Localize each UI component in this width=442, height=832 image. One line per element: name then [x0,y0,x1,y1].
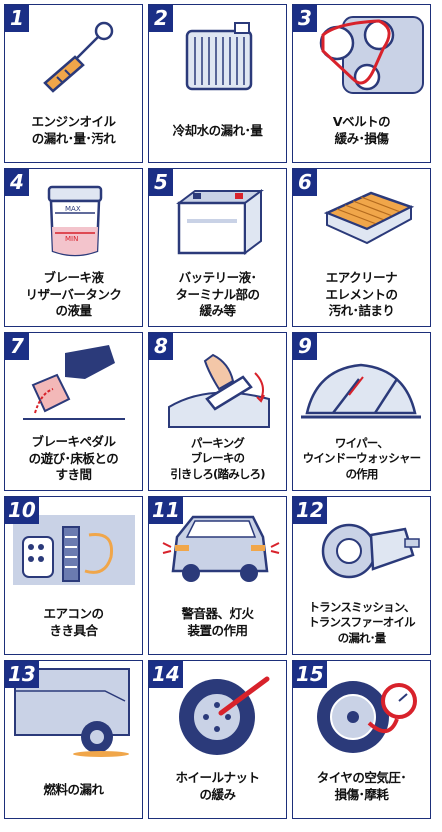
item-caption: ワイパー、 ウインドーウォッシャー の作用 [302,435,422,481]
item-number: 6 [293,169,317,196]
item-number: 15 [293,661,327,688]
radiator-icon [185,22,253,91]
max-label: MAX [65,205,81,213]
transmission-icon [321,523,420,579]
oil-dipstick-icon [43,21,114,93]
battery-icon [176,189,264,255]
item-caption: 燃料の漏れ [43,781,104,797]
item-caption: エンジンオイル の漏れ･量･汚れ [31,114,116,146]
card-parking-brake: 8 パーキング ブレーキの 引きしろ(踏みしろ) [148,332,287,491]
wheel-nut-wrench-icon [179,676,270,755]
card-fuel-leak: 13 燃料の漏れ [4,660,143,819]
card-coolant: 2 冷却水の漏れ･量 [148,4,287,163]
item-caption: パーキング ブレーキの 引きしろ(踏みしろ) [170,435,265,481]
item-number: 1 [5,5,29,32]
item-caption: 冷却水の漏れ･量 [172,122,263,138]
item-caption: Vベルトの 緩み･損傷 [332,114,391,146]
brake-pedal-icon [23,345,125,420]
card-engine-oil: 1 エンジンオイル の漏れ･量･汚れ [4,4,143,163]
card-v-belt: 3 Vベルトの 緩み･損傷 [292,4,431,163]
item-number: 5 [149,169,173,196]
wiper-icon [301,363,421,419]
card-horn-lights: 11 警音器、灯火 装置の作用 [148,496,287,655]
item-caption: ブレーキ液 リザーバータンク の液量 [25,269,122,319]
item-number: 4 [5,169,29,196]
item-number: 7 [5,333,29,360]
card-wiper: 9 ワイパー、 ウインドーウォッシャー の作用 [292,332,431,491]
card-tire-pressure: 15 タイヤの空気圧･ 損傷･摩耗 [292,660,431,819]
card-transmission: 12 トランスミッション、 トランスファーオイル の漏れ･量 [292,496,431,655]
card-brake-pedal: 7 ブレーキペダル の遊び･床板との すき間 [4,332,143,491]
item-number: 10 [5,497,39,524]
item-caption: エアクリーナ エレメントの 汚れ･詰まり [325,269,398,319]
car-lights-icon [162,515,280,582]
item-caption: バッテリー液･ ターミナル部の 緩み等 [175,269,260,319]
card-battery: 5 バッテリー液･ ターミナル部の 緩み等 [148,168,287,327]
card-wheel-nut: 14 ホイールナット の緩み [148,660,287,819]
min-label: MIN [65,235,78,243]
item-number: 11 [149,497,183,524]
brake-fluid-reservoir-icon: MAX MIN [47,185,103,257]
card-air-conditioner: 10 エアコンの きき具合 [4,496,143,655]
item-number: 3 [293,5,317,32]
item-number: 12 [293,497,327,524]
item-caption: ブレーキペダル の遊び･床板との すき間 [28,433,119,483]
item-number: 13 [5,661,39,688]
v-belt-icon [319,16,424,94]
air-conditioner-icon [13,515,135,585]
tire-pressure-gauge-icon [317,681,417,753]
item-caption: 警音器、灯火 装置の作用 [181,606,254,638]
item-caption: ホイールナット の緩み [175,770,260,802]
air-cleaner-element-icon [323,191,415,245]
item-number: 14 [149,661,183,688]
item-caption: トランスミッション、 トランスファーオイル の漏れ･量 [308,599,416,645]
item-number: 8 [149,333,173,360]
fuel-leak-icon [14,668,130,757]
item-number: 2 [149,5,173,32]
parking-brake-icon [168,353,270,428]
card-brake-fluid: 4 MAX MIN ブレーキ液 リザーバータンク の液量 [4,168,143,327]
card-air-cleaner: 6 エアクリーナ エレメントの 汚れ･詰まり [292,168,431,327]
item-caption: タイヤの空気圧･ 損傷･摩耗 [316,770,407,802]
item-caption: エアコンの きき具合 [43,606,104,638]
item-number: 9 [293,333,317,360]
inspection-grid: 1 エンジンオイル の漏れ･量･汚れ 2 冷却水の漏れ･量 [4,4,431,819]
